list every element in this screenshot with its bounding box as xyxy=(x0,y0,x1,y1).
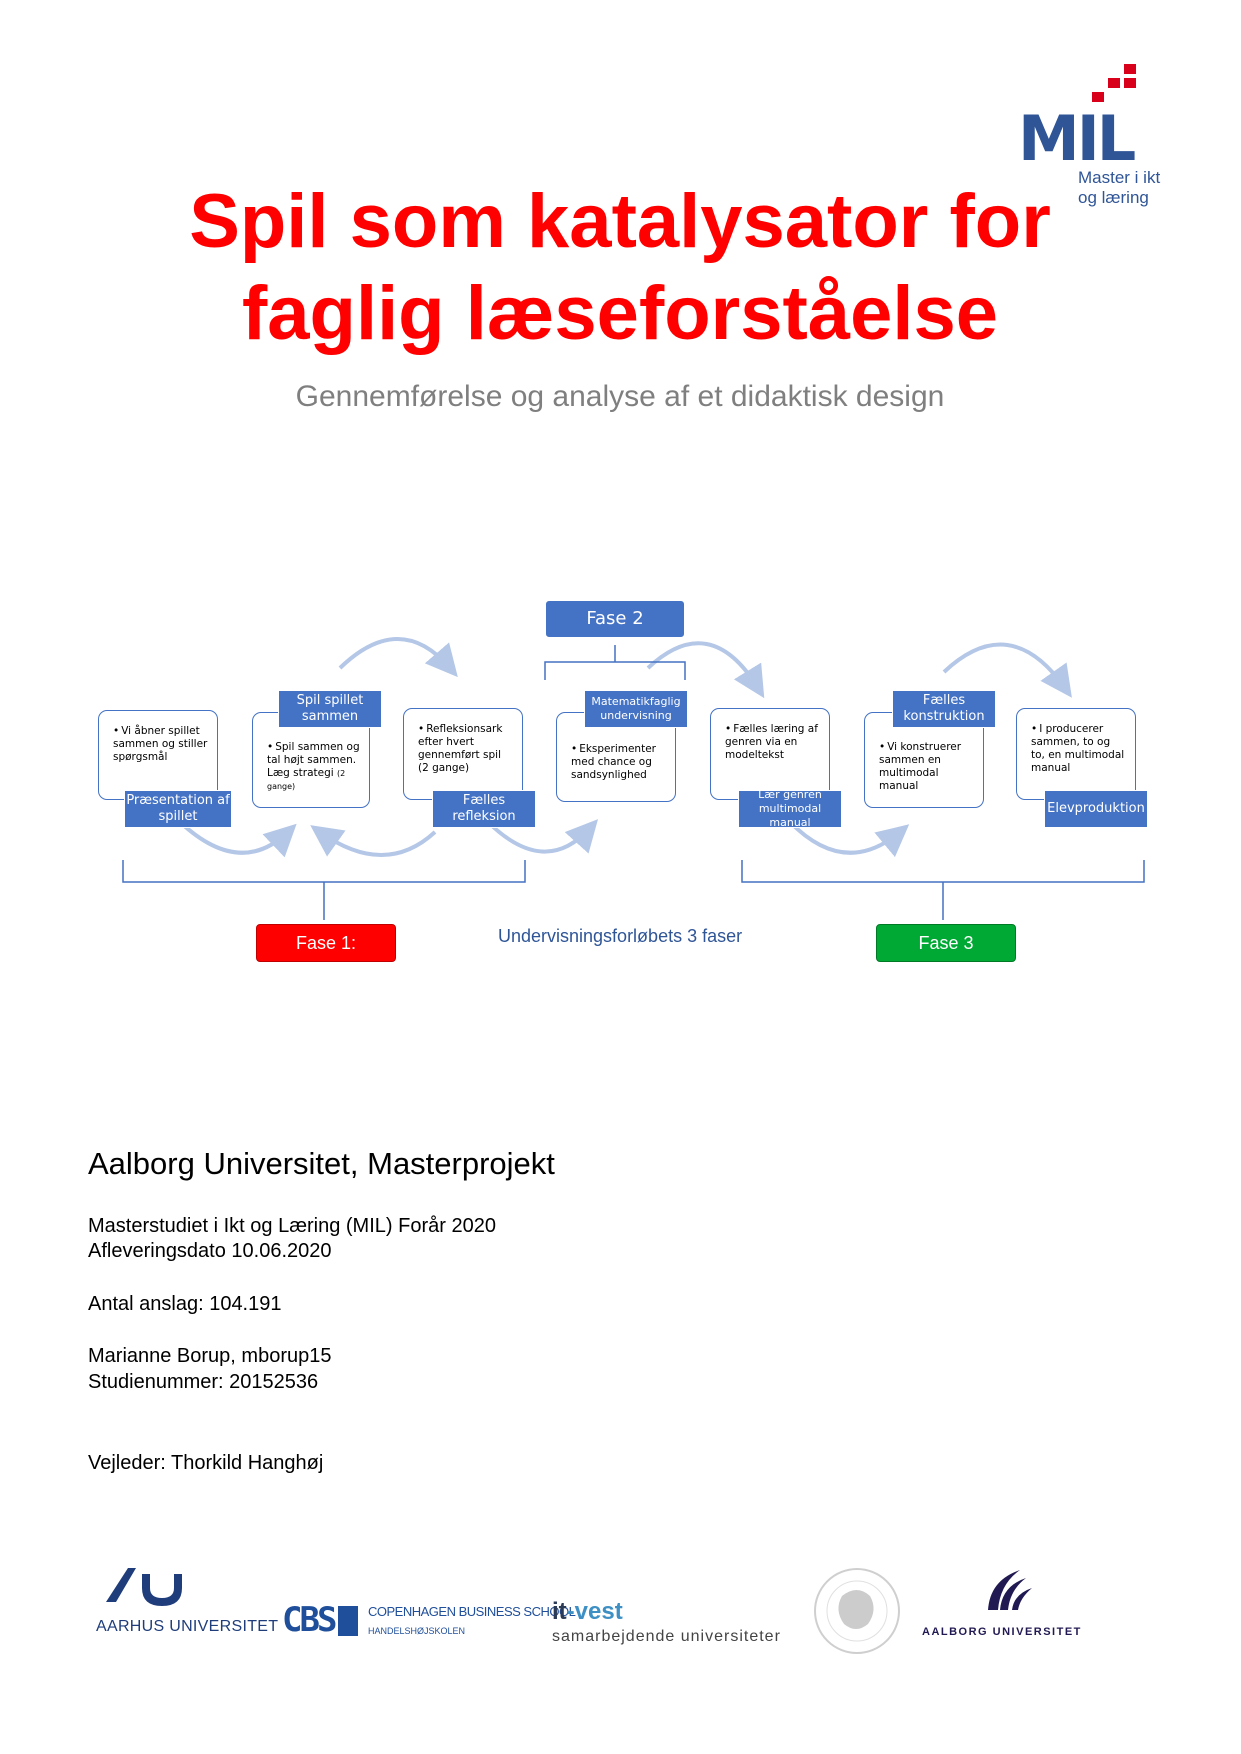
cbs-logo: CBS COPENHAGEN BUSINESS SCHOOL HANDELSHØ… xyxy=(282,1600,576,1650)
step-1-bullet: Vi åbner spillet sammen og stiller spørg… xyxy=(113,725,209,764)
info-date-line: Afleveringsdato 10.06.2020 xyxy=(88,1240,332,1262)
step-1-label: Præsentation af spillet xyxy=(124,790,232,828)
arrow-top-2 xyxy=(646,641,765,699)
step-card-6: Vi konstruerer sammen en multimodal manu… xyxy=(864,712,984,808)
title-line-2: faglig læseforståelse xyxy=(241,271,999,356)
step-card-2: Spil sammen og tal højt sammen. Læg stra… xyxy=(252,712,370,808)
step-4-label: Matematikfaglig undervisning xyxy=(584,690,688,728)
cbs-logo-mark: CBS xyxy=(282,1600,337,1640)
fase-3-label: Fase 3 xyxy=(876,924,1016,962)
step-7-label: Elevproduktion xyxy=(1044,790,1148,828)
info-studienummer: Studienummer: 20152536 xyxy=(88,1371,319,1393)
step-5-bullet: Fælles læring af genren via en modelteks… xyxy=(725,723,821,762)
cbs-logo-name: COPENHAGEN BUSINESS SCHOOL xyxy=(368,1604,576,1619)
itvest-logo: it-vest samarbejdende universiteter xyxy=(552,1598,802,1648)
mil-logo-word: MIL xyxy=(1018,102,1136,175)
fase-1-label: Fase 1: xyxy=(256,924,396,962)
info-heading: Aalborg Universitet, Masterprojekt xyxy=(88,1146,555,1181)
info-vejleder: Vejleder: Thorkild Hanghøj xyxy=(88,1452,324,1474)
aalborg-logo-text: AALBORG UNIVERSITET xyxy=(922,1626,1082,1638)
brace-fase3 xyxy=(741,860,1145,920)
diagram-arrows xyxy=(122,637,1145,920)
arrow-bottom-1 xyxy=(178,820,297,858)
itvest-logo-mark: it-vest xyxy=(552,1598,623,1625)
step-card-7: I producerer sammen, to og to, en multim… xyxy=(1016,708,1136,800)
info-author: Marianne Borup, mborup15 xyxy=(88,1345,332,1367)
aarhus-logo: AARHUS UNIVERSITET xyxy=(96,1560,279,1640)
step-3-bullet: Refleksionsark efter hvert gennemført sp… xyxy=(418,723,514,775)
phase-diagram: Fase 2 Vi åbner spillet sammen og stille… xyxy=(0,590,1241,990)
step-7-bullet: I producerer sammen, to og to, en multim… xyxy=(1031,723,1127,775)
mil-logo-subtitle: Master i ikt og læring xyxy=(1078,168,1161,207)
aalborg-logo: AALBORG UNIVERSITET xyxy=(922,1566,1102,1646)
arrow-bottom-2 xyxy=(310,825,437,857)
itvest-logo-sub: samarbejdende universiteter xyxy=(552,1628,781,1645)
title-line-1: Spil som katalysator for xyxy=(189,179,1051,264)
brace-fase1 xyxy=(122,860,526,920)
cbs-emblem-icon xyxy=(338,1606,358,1636)
arrow-top-3 xyxy=(942,642,1072,698)
step-3-label: Fælles refleksion xyxy=(432,790,536,828)
roskilde-seal-icon xyxy=(814,1568,900,1654)
aalborg-emblem-icon xyxy=(988,1570,1032,1610)
step-2-label: Spil spillet sammen xyxy=(278,690,382,728)
step-6-bullet: Vi konstruerer sammen en multimodal manu… xyxy=(879,741,975,793)
info-anslag: Antal anslag: 104.191 xyxy=(88,1293,282,1315)
info-study-line: Masterstudiet i Ikt og Læring (MIL) Forå… xyxy=(88,1215,496,1237)
brace-fase2 xyxy=(544,645,686,680)
roskilde-seal xyxy=(812,1566,902,1656)
aarhus-logo-text: AARHUS UNIVERSITET xyxy=(96,1618,279,1635)
step-2-bullet: Spil sammen og tal højt sammen. Læg stra… xyxy=(267,741,361,793)
arrow-top-1 xyxy=(338,637,458,678)
step-5-label: Lær genren multimodal manual xyxy=(738,788,842,829)
step-card-1: Vi åbner spillet sammen og stiller spørg… xyxy=(98,710,218,800)
step-4-bullet: Eksperimenter med chance og sandsynlighe… xyxy=(571,743,667,782)
cbs-logo-sub: HANDELSHØJSKOLEN xyxy=(368,1626,466,1636)
arrow-bottom-3 xyxy=(486,819,599,854)
subtitle: Gennemførelse og analyse af et didaktisk… xyxy=(295,380,945,413)
step-card-3: Refleksionsark efter hvert gennemført sp… xyxy=(403,708,523,800)
step-card-5: Fælles læring af genren via en modelteks… xyxy=(710,708,830,800)
step-6-label: Fælles konstruktion xyxy=(892,690,996,728)
arrow-bottom-4 xyxy=(788,820,910,858)
aarhus-emblem-icon xyxy=(106,1568,182,1606)
fase-2-label: Fase 2 xyxy=(545,600,685,638)
diagram-caption: Undervisningsforløbets 3 faser xyxy=(498,926,743,946)
mil-logo: MIL Master i ikt og læring xyxy=(1018,64,1188,214)
